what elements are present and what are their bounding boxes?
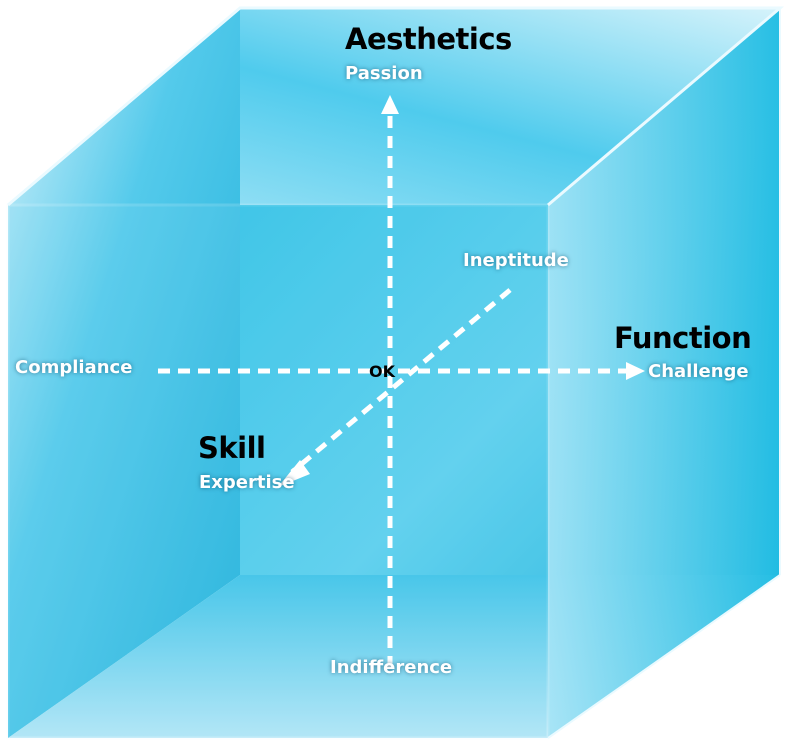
arrow-up-icon: [381, 95, 399, 114]
passion-label: Passion: [345, 63, 423, 84]
ineptitude-label: Ineptitude: [463, 250, 569, 271]
origin-label: OK: [369, 362, 395, 381]
challenge-label: Challenge: [648, 361, 749, 382]
compliance-label: Compliance: [15, 357, 133, 378]
cube-top-edge: [7, 6, 785, 207]
function-title: Function: [614, 321, 752, 355]
arrow-right-icon: [626, 362, 645, 380]
depth-axis: [290, 288, 512, 474]
aesthetics-title: Aesthetics: [345, 22, 512, 56]
expertise-label: Expertise: [199, 472, 295, 493]
cube-right-bottom-edge: [547, 574, 781, 739]
indifference-label: Indifference: [330, 657, 453, 678]
cube-right-face: [548, 8, 780, 738]
arrow-down-left-icon: [278, 460, 310, 487]
skill-title: Skill: [198, 431, 266, 465]
cube-left-face: [8, 8, 240, 738]
